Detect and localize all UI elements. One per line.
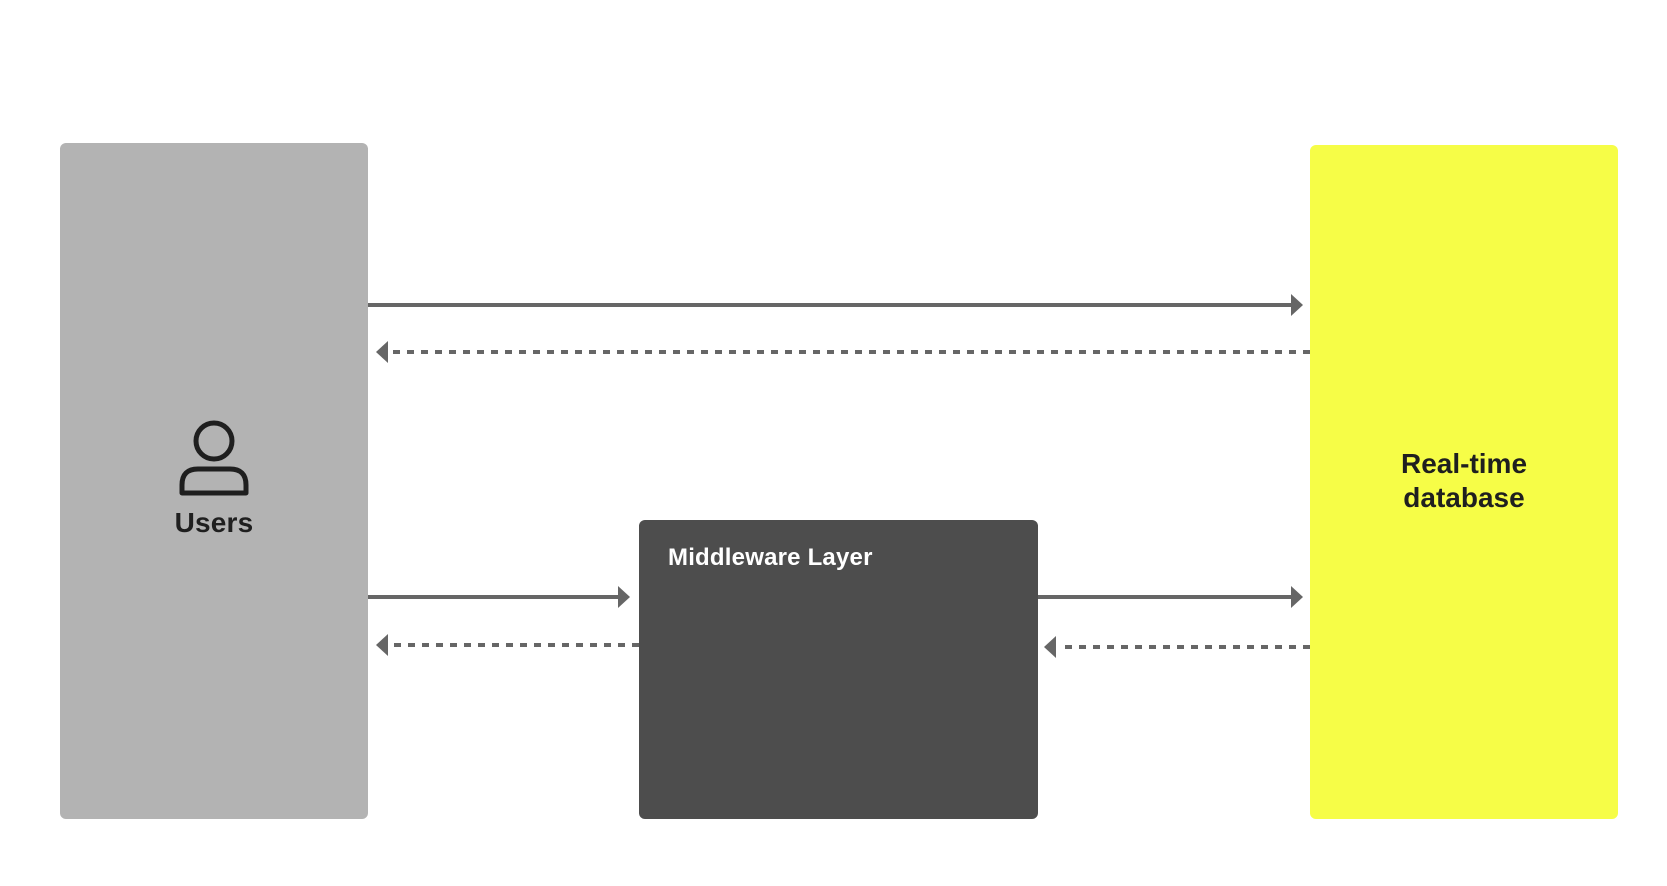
arrow-middleware-to-database: [1038, 586, 1303, 608]
database-label-line1: Real-time: [1400, 448, 1528, 479]
arrow-users-to-middleware: [368, 586, 630, 608]
arrow-users-to-database: [368, 294, 1303, 316]
arrow-database-to-users: [376, 341, 1310, 363]
users-label: Users: [174, 507, 254, 538]
middleware-node: Middleware Layer: [639, 520, 1038, 819]
users-node: Users: [60, 143, 368, 819]
database-label-line2: database: [1403, 482, 1525, 513]
database-node: Real-time database: [1310, 145, 1618, 819]
arrow-database-to-middleware: [1044, 636, 1310, 658]
arrow-middleware-to-users: [376, 634, 639, 656]
user-icon: [179, 420, 249, 496]
middleware-label: Middleware Layer: [668, 544, 873, 571]
database-label: Real-time database: [1310, 447, 1618, 515]
